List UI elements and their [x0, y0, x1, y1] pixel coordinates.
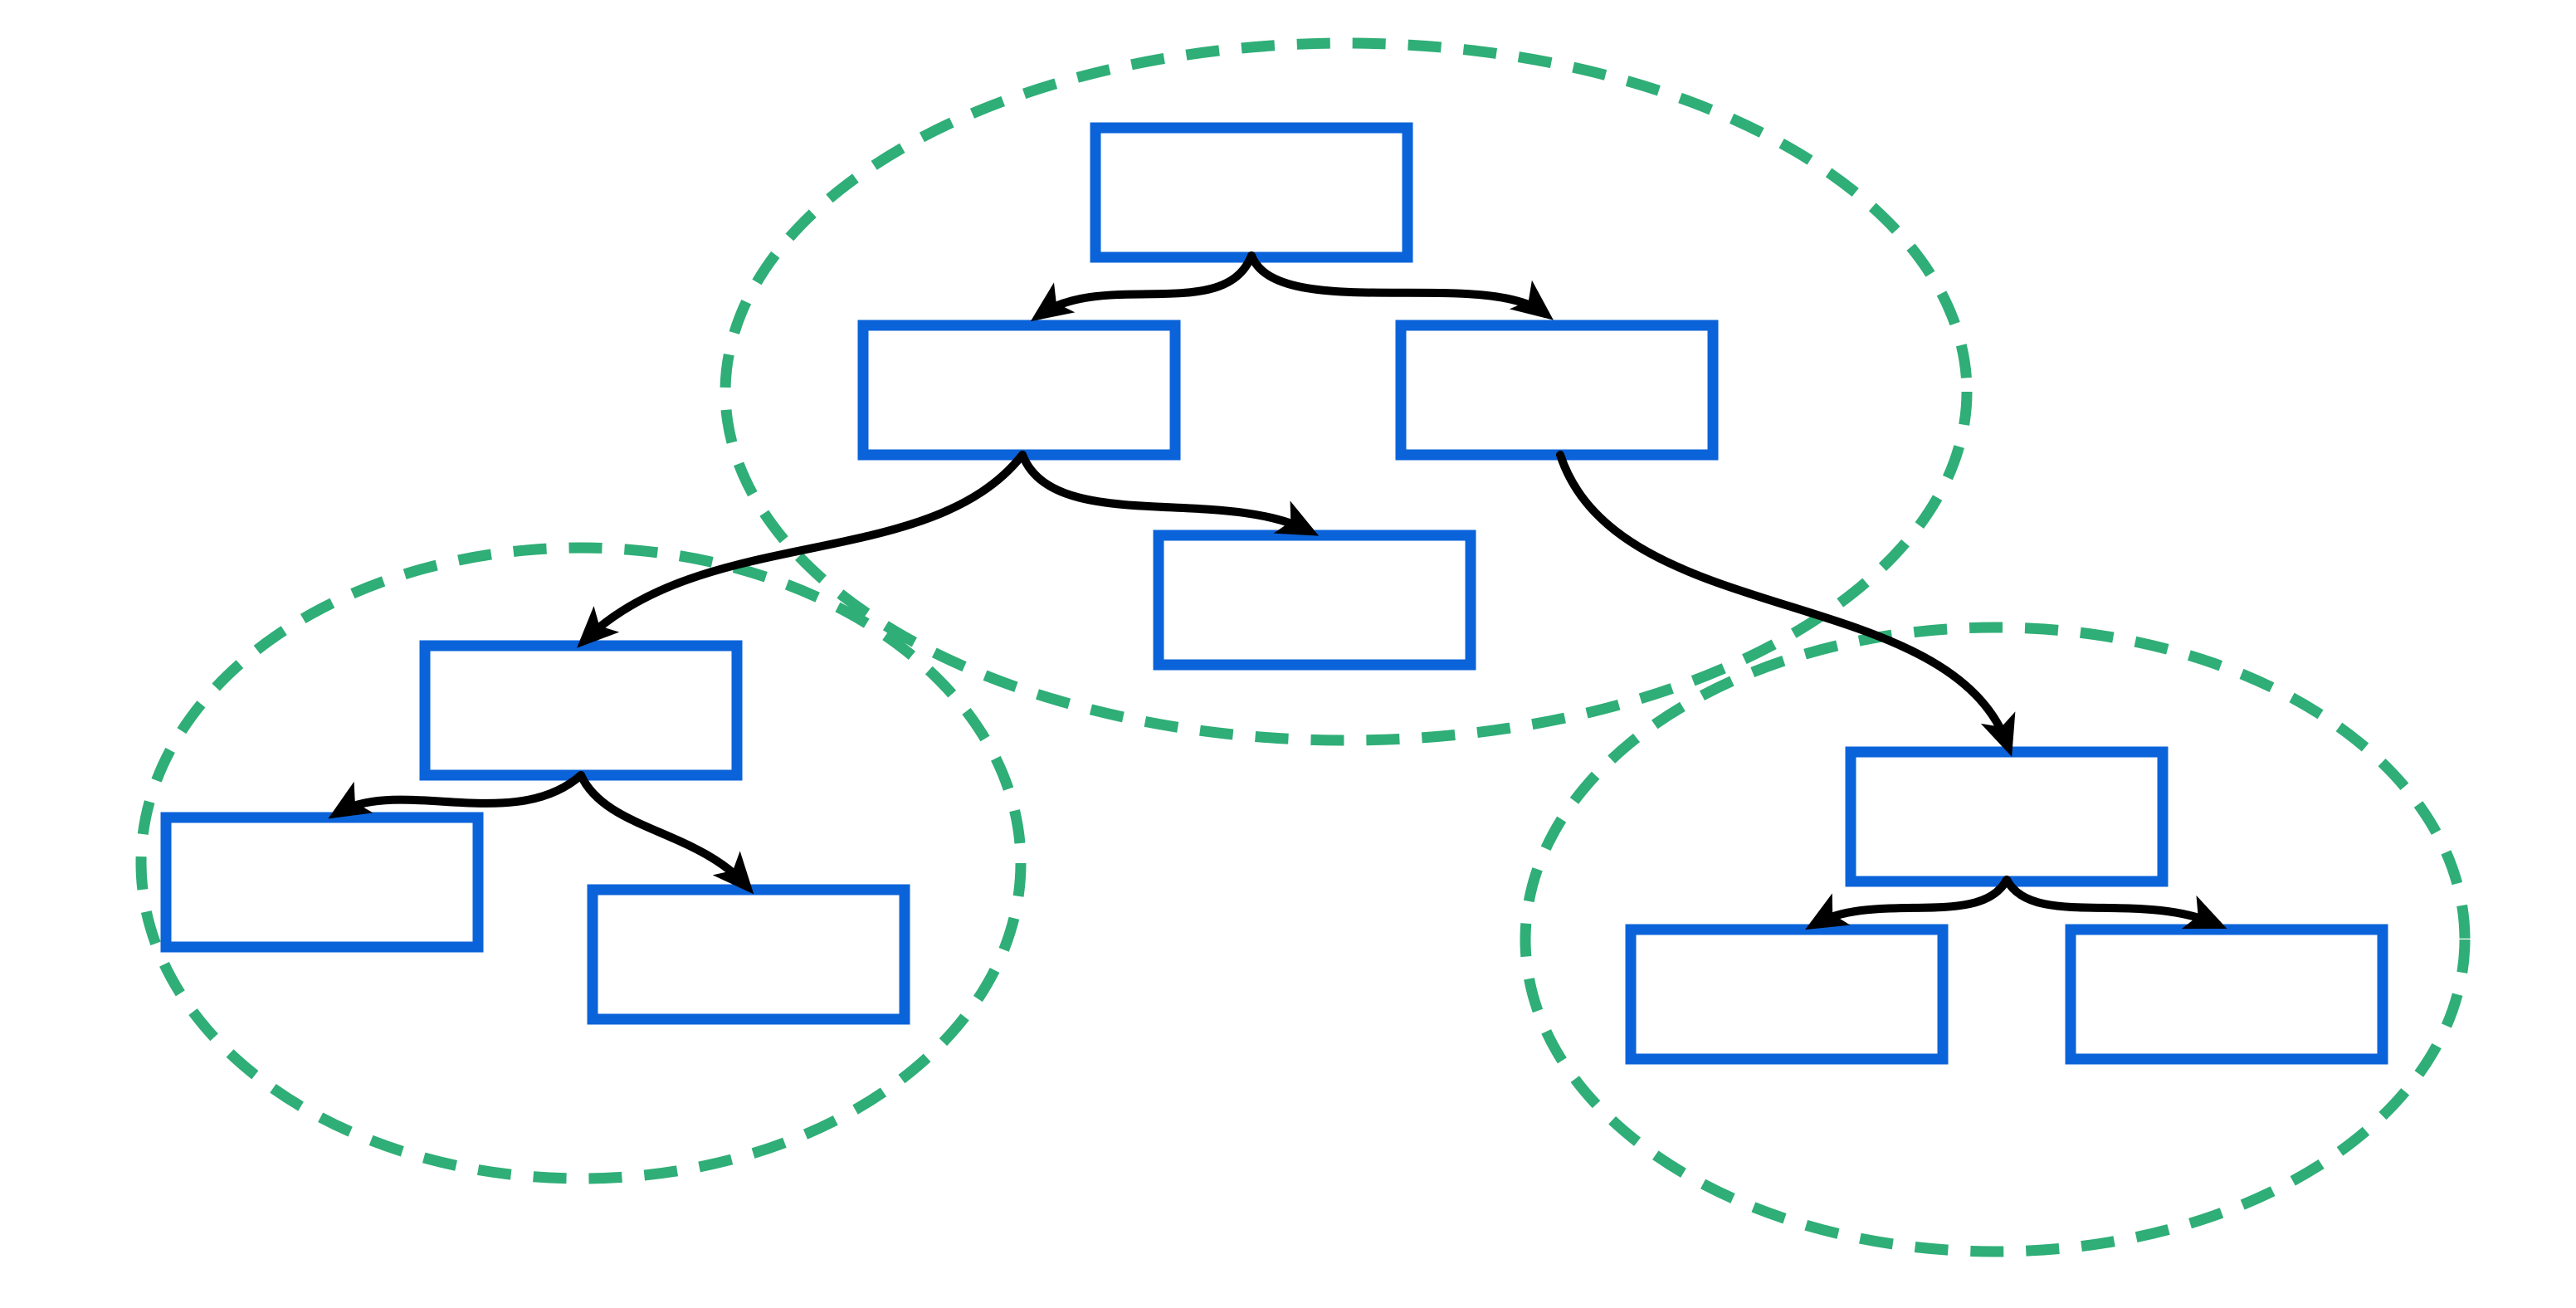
node-right-child-a: [1625, 924, 1949, 1065]
node-left-child-a: [160, 812, 484, 953]
node-level2-left: [857, 320, 1181, 461]
edge-level2-left-to-level3-middle: [1018, 451, 1320, 536]
edge-left-parent-to-left-child-b: [577, 771, 754, 895]
node-level3-middle: [1153, 530, 1476, 671]
edge-right-parent-to-right-child-b: [2003, 876, 2227, 930]
node-left-parent: [419, 640, 743, 781]
group-left-ellipse: [135, 542, 1027, 1184]
edge-root-to-level2-left: [1030, 251, 1256, 322]
edge-root-to-level2-right: [1247, 251, 1554, 320]
node-right-child-b: [2065, 924, 2388, 1065]
node-level2-right: [1395, 320, 1719, 461]
edge-level2-left-to-left-parent: [577, 451, 1027, 648]
edge-left-parent-to-left-child-a: [328, 771, 585, 819]
edge-level2-right-to-right-parent: [1556, 451, 2016, 757]
group-top-ellipse: [720, 37, 1973, 746]
node-left-child-b: [587, 884, 910, 1025]
node-right-parent: [1845, 746, 2169, 887]
group-right-ellipse: [1520, 622, 2471, 1257]
node-root: [1090, 122, 1413, 263]
edge-right-parent-to-right-child-a: [1805, 876, 2011, 930]
